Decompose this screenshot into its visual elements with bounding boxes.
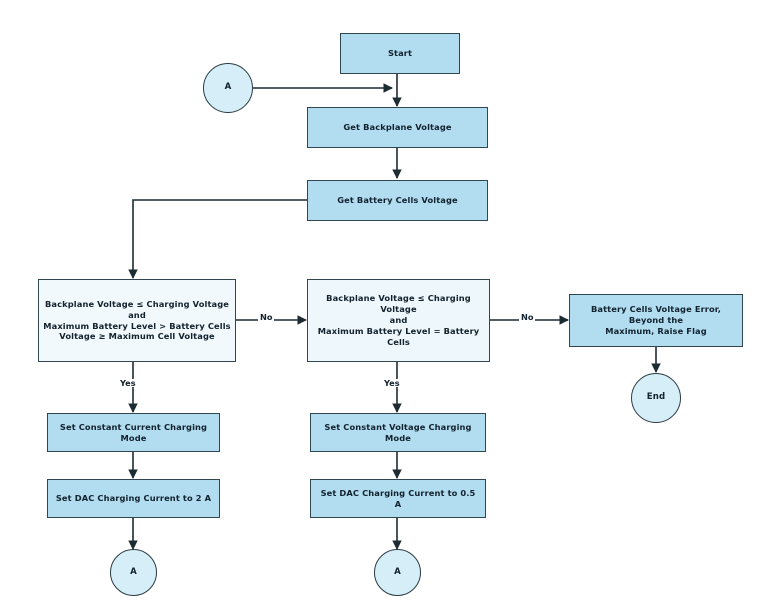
connector-a-top[interactable]: A (203, 63, 253, 113)
node-get-battery-cells-voltage[interactable]: Get Battery Cells Voltage (307, 180, 488, 221)
edge-label-no-right: No (519, 312, 536, 322)
connector-a-bottom-right[interactable]: A (374, 549, 421, 596)
node-set-constant-voltage-mode-label: Set Constant Voltage Charging Mode (324, 421, 472, 443)
node-get-backplane-voltage[interactable]: Get Backplane Voltage (307, 107, 488, 148)
node-battery-cells-voltage-error-text: Battery Cells Voltage Error, Beyond the … (575, 304, 737, 337)
node-start[interactable]: Start (340, 33, 460, 74)
decision1-line-3: Maximum Battery Level > Battery Cells (43, 320, 231, 331)
node-start-label: Start (387, 48, 413, 59)
node-decision-constant-voltage-text: Backplane Voltage ≤ Charging Voltage and… (312, 293, 485, 348)
connector-a-top-label: A (224, 82, 232, 93)
node-decision-constant-current[interactable]: Backplane Voltage ≤ Charging Voltage and… (38, 279, 236, 362)
decision1-line-1: Backplane Voltage ≤ Charging Voltage (45, 298, 229, 309)
node-decision-constant-voltage[interactable]: Backplane Voltage ≤ Charging Voltage and… (307, 279, 490, 362)
node-set-dac-current-05a[interactable]: Set DAC Charging Current to 0.5 A (310, 479, 486, 518)
node-get-backplane-voltage-label: Get Backplane Voltage (343, 122, 452, 133)
node-set-constant-voltage-mode[interactable]: Set Constant Voltage Charging Mode (310, 413, 486, 452)
node-end-label: End (646, 392, 666, 403)
node-set-constant-current-mode[interactable]: Set Constant Current Charging Mode (47, 413, 220, 452)
node-set-dac-current-2a[interactable]: Set DAC Charging Current to 2 A (47, 479, 220, 518)
node-get-battery-cells-voltage-label: Get Battery Cells Voltage (337, 195, 458, 206)
decision2-line-2: and (389, 315, 408, 326)
node-end[interactable]: End (631, 373, 681, 423)
decision1-line-4: Voltage ≥ Maximum Cell Voltage (59, 331, 215, 342)
error-line-1: Battery Cells Voltage Error, Beyond the (590, 304, 721, 326)
node-set-constant-current-mode-label: Set Constant Current Charging Mode (59, 421, 208, 443)
node-set-dac-current-2a-label: Set DAC Charging Current to 2 A (55, 493, 212, 504)
decision2-line-3: Maximum Battery Level = Battery Cells (317, 325, 480, 347)
node-decision-constant-current-text: Backplane Voltage ≤ Charging Voltage and… (43, 299, 230, 343)
decision1-line-2: and (128, 309, 146, 320)
edge-cells-to-decision1 (128, 199, 307, 279)
node-set-dac-current-05a-label: Set DAC Charging Current to 0.5 A (320, 487, 476, 509)
edge-label-yes-right: Yes (382, 378, 402, 388)
connector-a-bottom-right-label: A (394, 566, 401, 577)
edge-label-no-left: No (258, 312, 275, 322)
error-line-2: Maximum, Raise Flag (605, 325, 707, 336)
connector-a-bottom-left[interactable]: A (110, 549, 157, 596)
connector-a-bottom-left-label: A (130, 566, 137, 577)
decision2-line-1: Backplane Voltage ≤ Charging Voltage (326, 293, 471, 315)
edge-label-yes-left: Yes (118, 378, 138, 388)
node-battery-cells-voltage-error[interactable]: Battery Cells Voltage Error, Beyond the … (569, 294, 743, 347)
